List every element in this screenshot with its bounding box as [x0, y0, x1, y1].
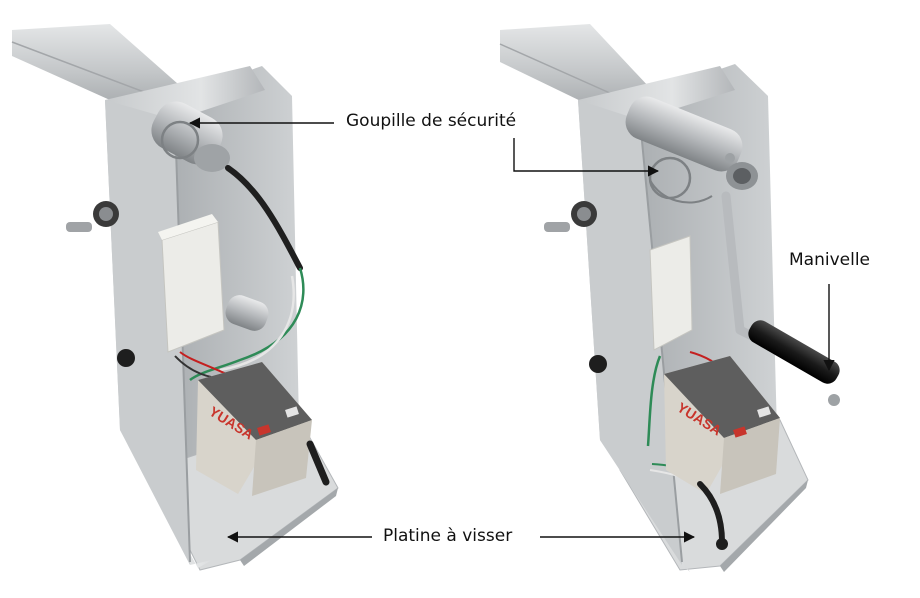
left-unit: YUASA [11, 24, 339, 571]
label-manivelle: Manivelle [789, 250, 871, 270]
label-goupille-de-securite: Goupille de sécurité [346, 111, 517, 131]
right-unit: YUASA [499, 24, 840, 572]
left-side-button [117, 349, 135, 367]
callout-arrows [188, 117, 835, 543]
label-platine-a-visser: Platine à visser [383, 526, 513, 546]
left-control-box [161, 221, 225, 353]
right-control-box [649, 235, 693, 351]
left-safety-pin [160, 120, 200, 160]
right-axle-tube [625, 96, 743, 172]
right-side-button [589, 355, 607, 373]
right-crank-handle [748, 320, 840, 384]
arrow-goupille-right [513, 138, 660, 177]
